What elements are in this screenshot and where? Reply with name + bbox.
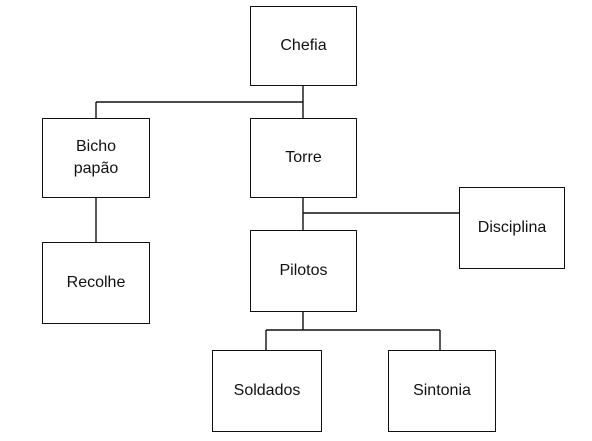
node-pilotos: Pilotos bbox=[250, 230, 357, 312]
node-torre: Torre bbox=[250, 118, 357, 198]
node-sintonia: Sintonia bbox=[388, 350, 496, 432]
node-chefia: Chefia bbox=[250, 6, 357, 86]
node-recolhe: Recolhe bbox=[42, 242, 150, 324]
node-soldados: Soldados bbox=[212, 350, 322, 432]
node-disciplina: Disciplina bbox=[459, 187, 565, 269]
node-bicho-papao: Bicho papão bbox=[42, 118, 150, 198]
